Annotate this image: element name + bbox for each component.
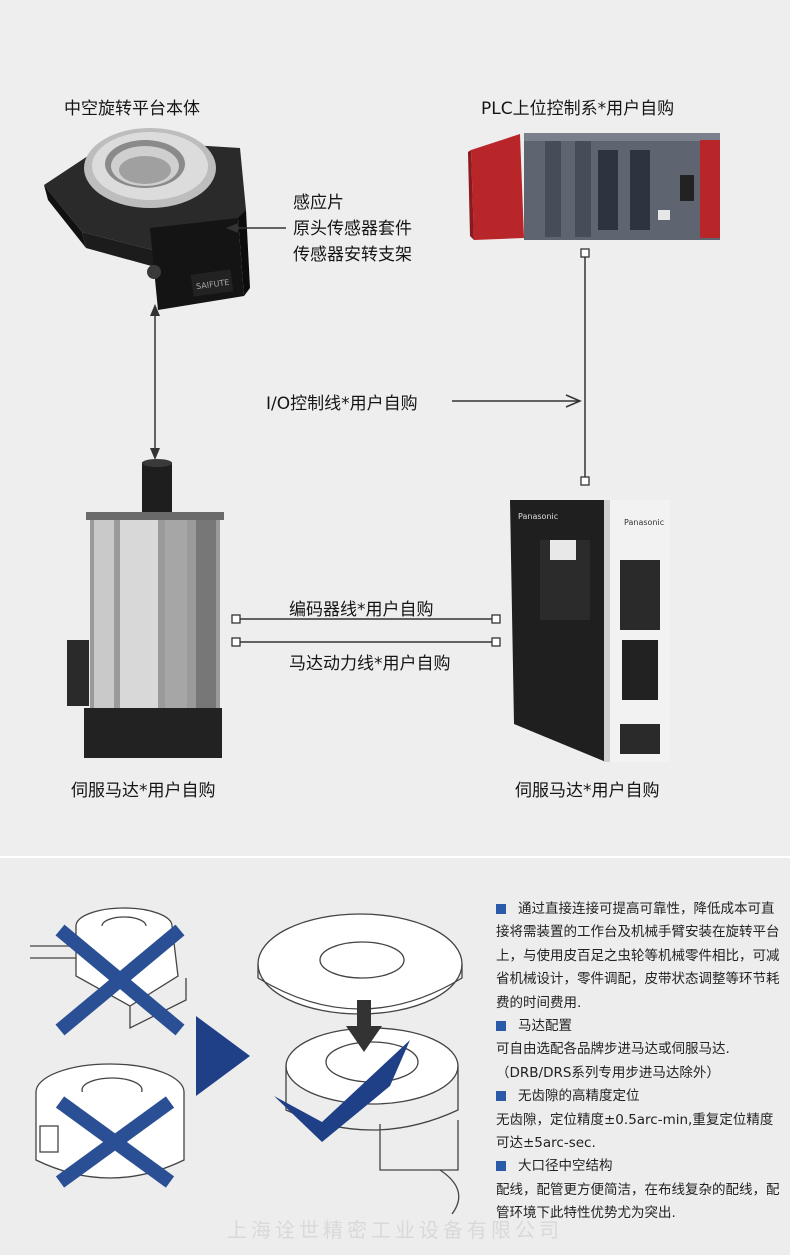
driver-brand-mark-side: Panasonic (518, 512, 559, 521)
bullet-icon (496, 1091, 506, 1102)
feature-item: 马达配置 (496, 1015, 786, 1038)
servo-driver-image (510, 500, 660, 762)
bullet-icon (496, 1021, 506, 1032)
feature-heading: 大口径中空结构 (518, 1158, 613, 1175)
connection-lines (150, 248, 590, 647)
sensor-label-1: 感应片 (293, 193, 344, 213)
feature-item: 通过直接连接可提高可靠性，降低成本可直接将需装置的工作台及机械手臂安装在旋转平台… (496, 898, 786, 1015)
encoder-cable-label: 编码器线*用户自购 (289, 600, 434, 620)
power-cable-label: 马达动力线*用户自购 (289, 654, 451, 674)
direct-mount-sketch (257, 913, 463, 1215)
feature-text: 无齿隙，定位精度±0.5arc-min,重复定位精度可达±5arc-sec. (496, 1111, 774, 1152)
io-cable-label: I/O控制线*用户自购 (266, 394, 418, 414)
plc-image (468, 133, 720, 240)
feature-heading: 马达配置 (518, 1018, 572, 1035)
servo-driver-label: 伺服马达*用户自购 (515, 781, 660, 801)
servo-motor-image (67, 459, 224, 758)
servo-motor-label: 伺服马达*用户自购 (71, 781, 216, 801)
feature-text: 配线，配管更方便简洁，在布线复杂的配线，配管环境下此特性优势尤为突出. (496, 1181, 780, 1222)
sensor-label-3: 传感器安转支架 (293, 245, 412, 265)
rotary-platform-image (44, 128, 286, 310)
sensor-label-2: 原头传感器套件 (293, 219, 412, 239)
driver-brand-mark-front: Panasonic (624, 518, 665, 527)
company-watermark: 上海诠世精密工业设备有限公司 (227, 1218, 563, 1242)
bullet-icon (496, 904, 506, 914)
belt-drive-sketch (35, 1063, 185, 1179)
feature-item: 无齿隙的高精度定位 (496, 1085, 786, 1108)
feature-text: 通过直接连接可提高可靠性，降低成本可直接将需装置的工作台及机械手臂安装在旋转平台… (496, 901, 780, 1011)
feature-item: 大口径中空结构 (496, 1155, 786, 1178)
bullet-icon (496, 1161, 506, 1172)
feature-heading: 无齿隙的高精度定位 (518, 1088, 640, 1105)
feature-text: 可自由选配各品牌步进马达或伺服马达.（DRB/DRS系列专用步进马达除外） (496, 1041, 730, 1081)
feature-list: 通过直接连接可提高可靠性，降低成本可直接将需装置的工作台及机械手臂安装在旋转平台… (496, 898, 786, 1226)
divider (0, 856, 790, 858)
plc-label: PLC上位控制系*用户自购 (481, 99, 675, 119)
platform-label: 中空旋转平台本体 (64, 99, 200, 119)
